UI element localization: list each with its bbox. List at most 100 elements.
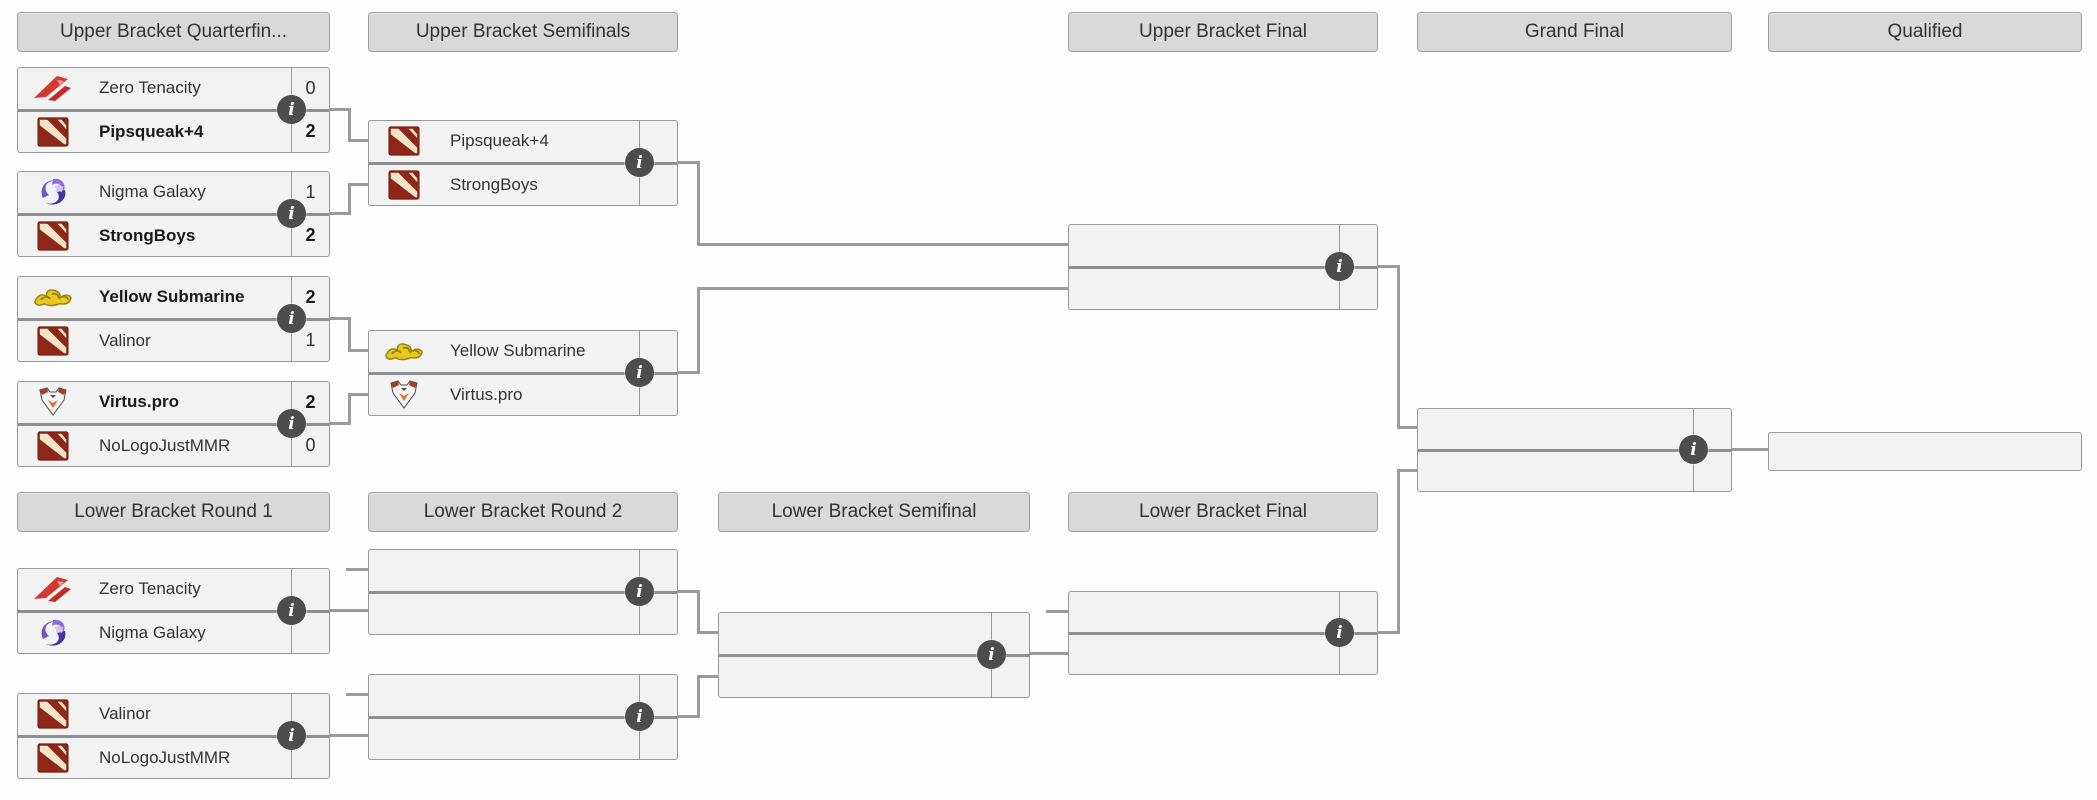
team-name: StrongBoys: [450, 174, 538, 194]
info-glyph: i: [288, 99, 295, 120]
dota-default-logo-icon: [33, 431, 73, 461]
team-slot[interactable]: Yellow Submarine 2: [18, 277, 329, 318]
team-name: Zero Tenacity: [99, 78, 201, 98]
match-ub-sf1: Pipsqueak+4 StrongBoys i: [368, 120, 678, 206]
info-icon[interactable]: i: [277, 596, 306, 625]
match-divider: [18, 609, 329, 613]
info-icon[interactable]: i: [625, 148, 654, 177]
team-score: [1339, 268, 1377, 309]
match-lb-r1-m2: Valinor NoLogoJustMMR i: [17, 693, 330, 779]
match-divider: [18, 108, 329, 112]
bracket-connector: [348, 349, 368, 352]
info-glyph: i: [636, 152, 643, 173]
header-lower-bracket-final: Lower Bracket Final: [1068, 492, 1378, 532]
team-score: [639, 121, 677, 162]
team-slot[interactable]: Zero Tenacity: [18, 569, 329, 610]
bracket-connector: [348, 317, 351, 352]
team-slot[interactable]: Pipsqueak+4: [369, 121, 677, 162]
team-slot[interactable]: Valinor 1: [18, 320, 329, 361]
bracket-connector: [697, 590, 700, 634]
team-score: 2: [291, 215, 329, 256]
qualified-slot: [1768, 432, 2082, 471]
match-ub-sf2: Yellow Submarine Virtus.pro i: [368, 330, 678, 416]
info-icon[interactable]: i: [277, 304, 306, 333]
team-slot[interactable]: NoLogoJustMMR 0: [18, 425, 329, 466]
team-score: [639, 374, 677, 415]
bracket-connector: [348, 393, 368, 396]
header-upper-bracket-quarterfinals: Upper Bracket Quarterfin...: [17, 12, 330, 52]
virtus-pro-logo-icon: [33, 387, 73, 417]
info-glyph: i: [288, 600, 295, 621]
nigma-galaxy-logo-icon: [33, 618, 73, 648]
team-slot[interactable]: Valinor: [18, 694, 329, 735]
match-divider: [18, 422, 329, 426]
team-slot[interactable]: Virtus.pro 2: [18, 382, 329, 423]
team-name: Valinor: [99, 704, 151, 724]
zero-tenacity-logo-icon: [33, 74, 73, 102]
info-icon[interactable]: i: [625, 358, 654, 387]
team-slot[interactable]: Virtus.pro: [369, 374, 677, 415]
team-name: StrongBoys: [99, 225, 196, 245]
info-icon[interactable]: i: [625, 577, 654, 606]
info-icon[interactable]: i: [277, 409, 306, 438]
info-icon[interactable]: i: [277, 95, 306, 124]
team-slot-empty: [369, 675, 677, 716]
team-score: [639, 718, 677, 759]
team-score: [639, 331, 677, 372]
info-glyph: i: [636, 362, 643, 383]
match-lb-final: i: [1068, 591, 1378, 675]
drop-stub: [346, 693, 368, 696]
bracket-connector: [348, 139, 368, 142]
team-slot-empty: [1069, 268, 1377, 309]
bracket-connector: [1030, 652, 1068, 655]
team-score: 0: [291, 425, 329, 466]
bracket-connector: [348, 108, 351, 142]
match-lb-r1-m1: Zero Tenacity Nigma Galaxy i: [17, 568, 330, 654]
bracket-connector: [330, 212, 351, 215]
team-slot[interactable]: StrongBoys 2: [18, 215, 329, 256]
team-slot-empty: [1069, 592, 1377, 632]
team-score: [1339, 592, 1377, 632]
team-score: [991, 613, 1029, 654]
team-slot[interactable]: Zero Tenacity 0: [18, 68, 329, 109]
team-name: Virtus.pro: [450, 384, 523, 404]
match-lb-r2-m1: i: [368, 549, 678, 635]
team-score: [291, 612, 329, 653]
team-name: Pipsqueak+4: [99, 121, 204, 141]
team-slot[interactable]: Yellow Submarine: [369, 331, 677, 372]
team-name: Valinor: [99, 330, 151, 350]
bracket-connector: [678, 371, 699, 374]
team-slot[interactable]: StrongBoys: [369, 164, 677, 205]
bracket-connector: [697, 675, 718, 678]
info-icon[interactable]: i: [277, 199, 306, 228]
team-slot-empty: [1769, 433, 2081, 470]
bracket-connector: [678, 161, 699, 164]
bracket-connector: [697, 631, 718, 634]
team-slot-empty: [1069, 634, 1377, 674]
match-divider: [1069, 265, 1377, 269]
info-glyph: i: [288, 203, 295, 224]
team-slot[interactable]: NoLogoJustMMR: [18, 737, 329, 778]
team-slot[interactable]: Nigma Galaxy: [18, 612, 329, 653]
team-slot-empty: [369, 593, 677, 634]
bracket-connector: [330, 609, 368, 612]
team-slot[interactable]: Pipsqueak+4 2: [18, 111, 329, 152]
match-divider: [1418, 448, 1731, 452]
team-slot-empty: [719, 613, 1029, 654]
team-name: Nigma Galaxy: [99, 622, 206, 642]
team-score: [1339, 225, 1377, 266]
info-glyph: i: [1336, 256, 1343, 277]
header-upper-bracket-semifinals: Upper Bracket Semifinals: [368, 12, 678, 52]
info-icon[interactable]: i: [1325, 618, 1354, 647]
info-icon[interactable]: i: [1679, 435, 1708, 464]
info-icon[interactable]: i: [977, 640, 1006, 669]
match-divider: [18, 734, 329, 738]
team-score: [639, 675, 677, 716]
info-icon[interactable]: i: [625, 702, 654, 731]
bracket-connector: [697, 675, 700, 718]
info-icon[interactable]: i: [1325, 252, 1354, 281]
team-slot-empty: [369, 718, 677, 759]
dota-default-logo-icon: [33, 699, 73, 729]
team-slot[interactable]: Nigma Galaxy 1: [18, 172, 329, 213]
info-icon[interactable]: i: [277, 721, 306, 750]
